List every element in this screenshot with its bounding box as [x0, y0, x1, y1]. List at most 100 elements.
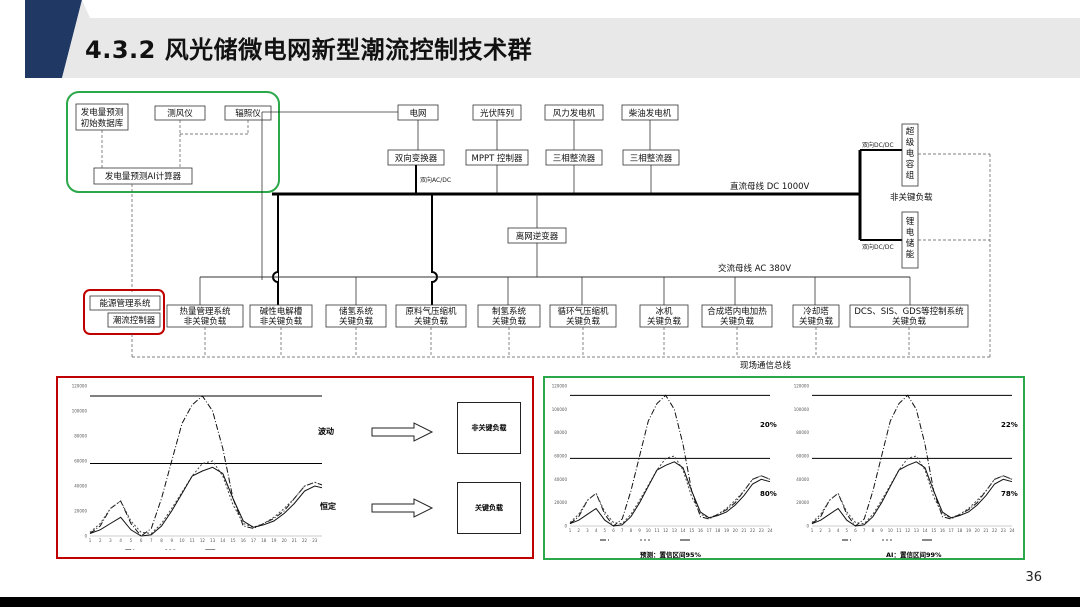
x-tick-label: 15	[230, 538, 236, 543]
x-tick-label: 21	[292, 538, 298, 543]
x-tick-label: 2	[577, 528, 580, 533]
x-tick-label: 18	[957, 528, 963, 533]
x-tick-label: 8	[160, 538, 163, 543]
x-tick-label: 6	[140, 538, 143, 543]
load-name: 冷却塔	[803, 306, 829, 317]
x-tick-label: 11	[896, 528, 902, 533]
x-tick-label: 22	[302, 538, 308, 543]
load-type: 关键负载	[720, 316, 755, 327]
arrow-right-icon	[371, 422, 434, 442]
x-tick-label: 11	[190, 538, 196, 543]
x-tick-label: 23	[1001, 528, 1007, 533]
dc-bus-label: 直流母线 DC 1000V	[730, 181, 810, 192]
x-tick-label: 16	[940, 528, 946, 533]
x-tick-label: 19	[271, 538, 277, 543]
series-line	[811, 461, 1013, 527]
chart1-bottom-pct: 80%	[760, 490, 777, 498]
y-tick-label: 80000	[74, 434, 87, 439]
x-tick-label: 1	[569, 528, 572, 533]
x-tick-label: 21	[741, 528, 747, 533]
page-title: 4.3.2 风光储微电网新型潮流控制技术群	[85, 36, 533, 64]
x-tick-label: 14	[220, 538, 226, 543]
x-tick-label: 16	[241, 538, 247, 543]
series-line	[89, 460, 322, 535]
dcdc-top-label: 双向DC/DC	[862, 141, 894, 149]
header-band	[70, 18, 1080, 78]
li-storage: 锂电储能	[906, 216, 915, 260]
x-tick-label: 13	[210, 538, 216, 543]
x-tick-label: 3	[586, 528, 589, 533]
y-tick-label: 20000	[796, 500, 809, 505]
panel-right	[543, 376, 1025, 560]
x-tick-label: 18	[261, 538, 267, 543]
chart1-caption: 预测：置信区间95%	[640, 551, 702, 559]
x-tick-label: 1	[89, 538, 92, 543]
y-tick-label: 0	[564, 524, 567, 529]
x-tick-label: 15	[689, 528, 695, 533]
series-line	[569, 455, 771, 525]
y-tick-label: 80000	[554, 430, 567, 435]
x-tick-label: 10	[646, 528, 652, 533]
x-tick-label: 20	[282, 538, 288, 543]
y-tick-label: 80000	[796, 430, 809, 435]
x-tick-label: 3	[828, 528, 831, 533]
bidirectional-converter: 双向变换器	[395, 153, 438, 164]
x-tick-label: 23	[759, 528, 765, 533]
x-tick-label: 12	[200, 538, 206, 543]
x-tick-label: 8	[630, 528, 633, 533]
x-tick-label: 15	[931, 528, 937, 533]
pv-array: 光伏阵列	[480, 108, 514, 119]
x-tick-label: 10	[888, 528, 894, 533]
load-type: 关键负载	[339, 316, 374, 327]
x-tick-label: 22	[992, 528, 998, 533]
load-type: 非关键负载	[260, 316, 303, 327]
x-tick-label: 17	[949, 528, 955, 533]
load-type: 关键负载	[566, 316, 601, 327]
x-tick-label: 24	[767, 528, 773, 533]
x-tick-label: 10	[179, 538, 185, 543]
x-tick-label: 20	[733, 528, 739, 533]
forecast-db-line1: 发电量预测	[81, 107, 124, 118]
load-name: 冰机	[655, 306, 673, 317]
y-tick-label: 20000	[74, 509, 87, 514]
rectifier-1: 三相整流器	[553, 153, 596, 164]
load-type: 关键负载	[799, 316, 834, 327]
y-tick-label: 100000	[72, 409, 88, 414]
y-tick-label: 120000	[72, 384, 88, 389]
rectifier-2: 三相整流器	[630, 153, 673, 164]
footer-bar	[0, 597, 1080, 607]
x-tick-label: 9	[170, 538, 173, 543]
load-type: 非关键负载	[184, 316, 227, 327]
x-tick-label: 2	[99, 538, 102, 543]
load-name: 合成塔内电加热	[707, 306, 767, 317]
x-tick-label: 13	[914, 528, 920, 533]
x-tick-label: 6	[612, 528, 615, 533]
flow-controller-label: 潮流控制器	[113, 315, 156, 326]
y-tick-label: 100000	[552, 407, 568, 412]
y-tick-label: 60000	[796, 454, 809, 459]
load-name: 热量管理系统	[179, 306, 231, 317]
y-tick-label: 40000	[796, 477, 809, 482]
x-tick-label: 19	[966, 528, 972, 533]
supercap: 超级电容组	[906, 126, 915, 181]
load-name: 原料气压缩机	[405, 306, 457, 317]
load-name: 碱性电解槽	[260, 306, 303, 317]
load-name: DCS、SIS、GDS等控制系统	[854, 306, 964, 317]
x-tick-label: 4	[837, 528, 840, 533]
series-line	[811, 455, 1013, 525]
forecast-db-line2: 初始数据库	[81, 118, 124, 129]
x-tick-label: 2	[819, 528, 822, 533]
load-name: 储氢系统	[339, 306, 374, 317]
label-fluctuate: 波动	[318, 427, 334, 436]
x-tick-label: 3	[109, 538, 112, 543]
x-tick-label: 7	[863, 528, 866, 533]
x-tick-label: 6	[854, 528, 857, 533]
y-tick-label: 0	[806, 524, 809, 529]
y-tick-label: 60000	[554, 454, 567, 459]
series-line	[89, 395, 322, 537]
y-tick-label: 120000	[794, 384, 810, 389]
x-tick-label: 5	[130, 538, 133, 543]
x-tick-label: 11	[654, 528, 660, 533]
